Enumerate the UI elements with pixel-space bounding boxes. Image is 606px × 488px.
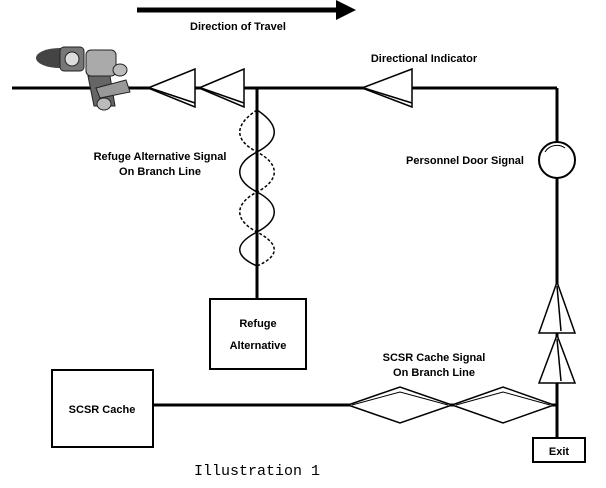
scsr-signal-label-line1: SCSR Cache Signal: [383, 352, 486, 364]
scsr-signal-label-line2: On Branch Line: [393, 367, 475, 379]
directional-cone-icon: [145, 67, 196, 109]
scsr-cache-box: [51, 369, 154, 448]
door-signal-highlight: [544, 144, 566, 153]
exit-box: [532, 437, 586, 463]
personnel-door-signal-icon: [538, 141, 576, 179]
refuge-signal-label-line2: On Branch Line: [119, 166, 201, 178]
direction-of-travel-label: Direction of Travel: [190, 21, 286, 33]
directional-cone-icon: [197, 67, 245, 109]
coiled-line-signal-icon: [239, 109, 275, 267]
refuge-box-label-line2: Alternative: [230, 340, 287, 352]
directional-cone-icon: [537, 279, 577, 334]
refuge-alternative-box: [209, 298, 307, 370]
personnel-door-label: Personnel Door Signal: [406, 155, 524, 167]
illustration-caption: Illustration 1: [194, 463, 320, 480]
directional-indicator-label: Directional Indicator: [371, 53, 478, 65]
scsr-cache-label: SCSR Cache: [69, 404, 136, 416]
refuge-box-label-line1: Refuge: [239, 318, 276, 330]
diamond-signal-icon: [449, 386, 557, 424]
miner-figure-icon: [36, 46, 131, 111]
directional-cone-icon: [359, 67, 413, 109]
exit-label: Exit: [549, 446, 570, 458]
refuge-signal-label-line1: Refuge Alternative Signal: [94, 151, 227, 163]
directional-cone-icon: [537, 332, 577, 384]
direction-arrow-icon: [137, 0, 356, 20]
diamond-signal-icon: [345, 386, 455, 424]
